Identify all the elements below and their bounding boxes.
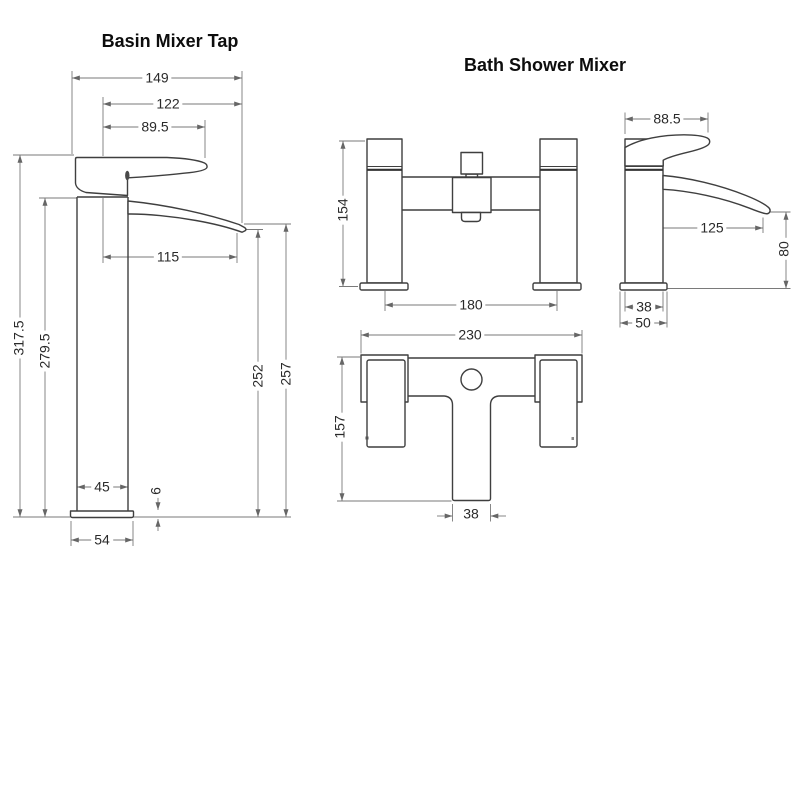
- top-extension-lines: [337, 330, 583, 522]
- side-outline: [619, 134, 771, 291]
- basin-extension-lines: [13, 71, 291, 546]
- dim-basin-spout-top-height: 257: [277, 359, 294, 389]
- dim-basin-handle-length: 89.5: [138, 118, 172, 135]
- bath-title: Bath Shower Mixer: [463, 55, 627, 76]
- dim-bath-top-spout-body-width: 38: [460, 505, 482, 522]
- top-outline: [360, 354, 583, 502]
- dim-basin-overall-height: 317.5: [10, 317, 27, 359]
- basin-tap-outline: [69, 156, 247, 519]
- dim-basin-overall-width: 149: [142, 69, 172, 86]
- front-outline: [359, 138, 582, 291]
- dim-basin-base-height: 6: [147, 484, 164, 498]
- dim-bath-top-overall-depth: 157: [331, 412, 348, 442]
- dim-basin-handle-reach: 122: [153, 95, 183, 112]
- bath-mixer-side-view: [619, 112, 791, 328]
- dim-basin-spout-tip-height: 252: [249, 361, 266, 391]
- dim-bath-side-spout-reach: 125: [697, 219, 727, 236]
- dim-bath-side-handle-reach: 88.5: [650, 110, 684, 127]
- dim-bath-side-spout-height: 80: [775, 238, 792, 260]
- dim-bath-side-base-width: 50: [632, 314, 654, 331]
- dim-bath-front-centres: 180: [456, 296, 486, 313]
- bath-mixer-top-view: [337, 330, 583, 522]
- bath-mixer-front-view: [339, 138, 582, 311]
- dim-basin-body-width: 45: [91, 478, 113, 495]
- dim-bath-side-body-width: 38: [633, 298, 655, 315]
- basin-tap-drawing: [13, 71, 291, 546]
- dim-bath-front-height: 154: [334, 195, 351, 225]
- dim-bath-top-overall-width: 230: [455, 326, 485, 343]
- dim-basin-base-width: 54: [91, 531, 113, 548]
- basin-dimension-lines: [17, 75, 289, 543]
- basin-title: Basin Mixer Tap: [101, 31, 239, 52]
- dim-basin-spout-reach: 115: [153, 248, 183, 265]
- dim-basin-body-height: 279.5: [36, 330, 53, 372]
